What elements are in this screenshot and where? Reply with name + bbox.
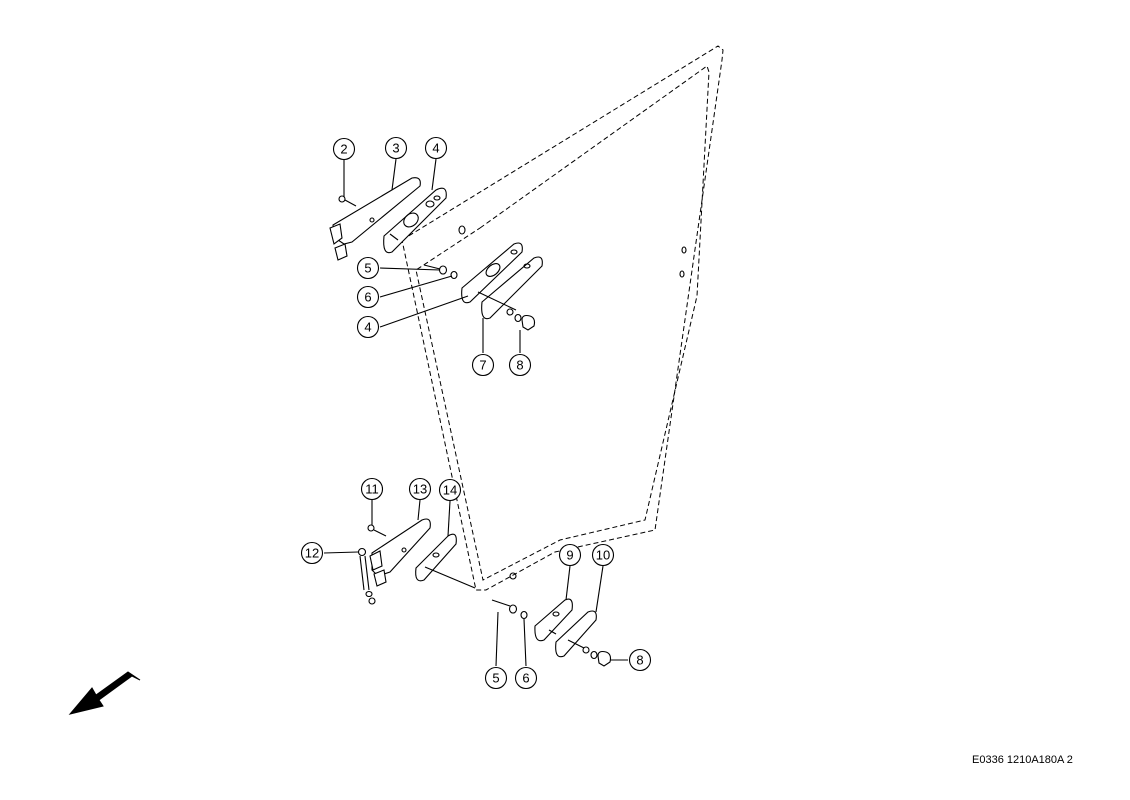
bolt-upper bbox=[338, 195, 357, 207]
hinge-bracket-upper bbox=[332, 177, 421, 245]
svg-text:6: 6 bbox=[364, 290, 371, 305]
callout-13: 13 bbox=[408, 477, 432, 501]
front-direction-arrow-icon bbox=[68, 671, 141, 715]
hinge-plate-upper bbox=[383, 187, 447, 254]
cap-nut-lower bbox=[597, 650, 612, 667]
hinge-pin bbox=[357, 547, 376, 605]
callout-7: 7 bbox=[471, 353, 495, 377]
callout-3: 3 bbox=[384, 136, 408, 160]
callout-8-upper: 8 bbox=[508, 353, 532, 377]
svg-text:8: 8 bbox=[636, 653, 643, 668]
callout-4-lower: 4 bbox=[356, 315, 380, 339]
callout-10: 10 bbox=[591, 543, 615, 567]
svg-text:5: 5 bbox=[364, 261, 371, 276]
cap-nut-upper bbox=[521, 314, 536, 331]
svg-text:12: 12 bbox=[305, 546, 319, 561]
callout-4-upper: 4 bbox=[424, 136, 448, 160]
svg-text:6: 6 bbox=[522, 671, 529, 686]
svg-text:10: 10 bbox=[596, 548, 610, 563]
washer-nut-upper bbox=[423, 264, 458, 280]
hinge-plate-lower-of-upper bbox=[461, 242, 523, 304]
callout-12: 12 bbox=[300, 541, 324, 565]
lower-hinge-assembly bbox=[357, 518, 612, 667]
striker-plate-lower bbox=[555, 610, 597, 658]
callout-5-upper: 5 bbox=[356, 256, 380, 280]
washer-nut-lower bbox=[491, 599, 528, 620]
door-plate-lower bbox=[534, 598, 573, 642]
svg-text:11: 11 bbox=[365, 482, 379, 497]
callout-14: 14 bbox=[438, 478, 462, 502]
callout-6-lower: 6 bbox=[514, 666, 538, 690]
callouts: 2 3 4 5 6 4 7 8 11 13 14 12 9 10 5 6 8 bbox=[300, 136, 652, 690]
svg-text:4: 4 bbox=[364, 320, 371, 335]
svg-text:7: 7 bbox=[479, 358, 486, 373]
callout-8-lower: 8 bbox=[628, 648, 652, 672]
bolt-lower bbox=[367, 524, 387, 537]
leader-lines bbox=[323, 158, 628, 667]
callout-6-upper: 6 bbox=[356, 285, 380, 309]
svg-text:13: 13 bbox=[413, 482, 427, 497]
svg-text:8: 8 bbox=[516, 358, 523, 373]
svg-text:4: 4 bbox=[432, 141, 439, 156]
callout-2: 2 bbox=[332, 137, 356, 161]
door-glass-outline bbox=[401, 45, 724, 591]
svg-text:5: 5 bbox=[492, 671, 499, 686]
callout-11: 11 bbox=[360, 477, 384, 501]
svg-text:14: 14 bbox=[443, 483, 457, 498]
striker-plate-upper bbox=[481, 256, 543, 320]
callout-5-lower: 5 bbox=[484, 666, 508, 690]
upper-hinge-assembly bbox=[329, 177, 543, 331]
drawing-code: E0336 1210A180A 2 bbox=[972, 754, 1073, 766]
svg-text:3: 3 bbox=[392, 141, 399, 156]
svg-text:9: 9 bbox=[566, 548, 573, 563]
svg-text:2: 2 bbox=[340, 142, 347, 157]
callout-9: 9 bbox=[558, 543, 582, 567]
